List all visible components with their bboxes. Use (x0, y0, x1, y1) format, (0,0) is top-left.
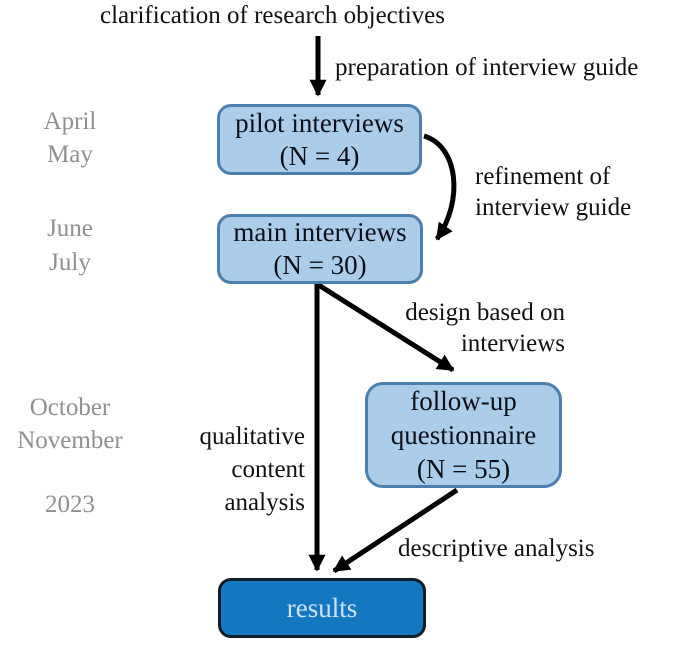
node-pilot-line2: (N = 4) (279, 140, 360, 171)
timeline-october: October (29, 394, 111, 421)
label-qualitative-line3: analysis (224, 489, 305, 516)
node-followup-line3: (N = 55) (416, 454, 511, 484)
node-followup-line2: questionnaire (390, 420, 537, 450)
node-results: results (218, 578, 426, 638)
arrow-refinement-curved-icon (423, 133, 457, 241)
label-refinement-line2: interview guide (475, 194, 632, 221)
timeline-may: May (47, 141, 93, 168)
timeline-july: July (49, 249, 91, 276)
label-preparation: preparation of interview guide (335, 54, 639, 81)
label-qualitative-analysis: qualitative content analysis (158, 420, 305, 519)
node-main-interviews: main interviews (N = 30) (217, 214, 423, 284)
timeline-november: November (17, 427, 123, 454)
timeline-year: 2023 (45, 491, 95, 518)
timeline-april: April (43, 108, 97, 135)
label-refinement-line1: refinement of (475, 163, 611, 190)
node-pilot-interviews: pilot interviews (N = 4) (217, 104, 422, 175)
diagram-title: clarification of research objectives (100, 2, 445, 29)
node-results-label: results (286, 592, 358, 623)
label-qualitative-line2: content (231, 456, 305, 483)
label-design-line1: design based on (405, 299, 565, 326)
node-pilot-line1: pilot interviews (235, 107, 404, 138)
timeline-june: June (47, 215, 93, 242)
node-main-line2: (N = 30) (273, 250, 367, 280)
label-design-based: design based on interviews (378, 297, 565, 359)
label-design-line2: interviews (460, 330, 565, 357)
label-qualitative-line1: qualitative (199, 423, 305, 450)
label-descriptive-analysis: descriptive analysis (398, 535, 595, 562)
node-followup-line1: follow-up (410, 386, 517, 416)
label-refinement: refinement of interview guide (475, 161, 631, 223)
node-main-line1: main interviews (233, 217, 407, 247)
node-followup-questionnaire: follow-up questionnaire (N = 55) (365, 382, 562, 488)
